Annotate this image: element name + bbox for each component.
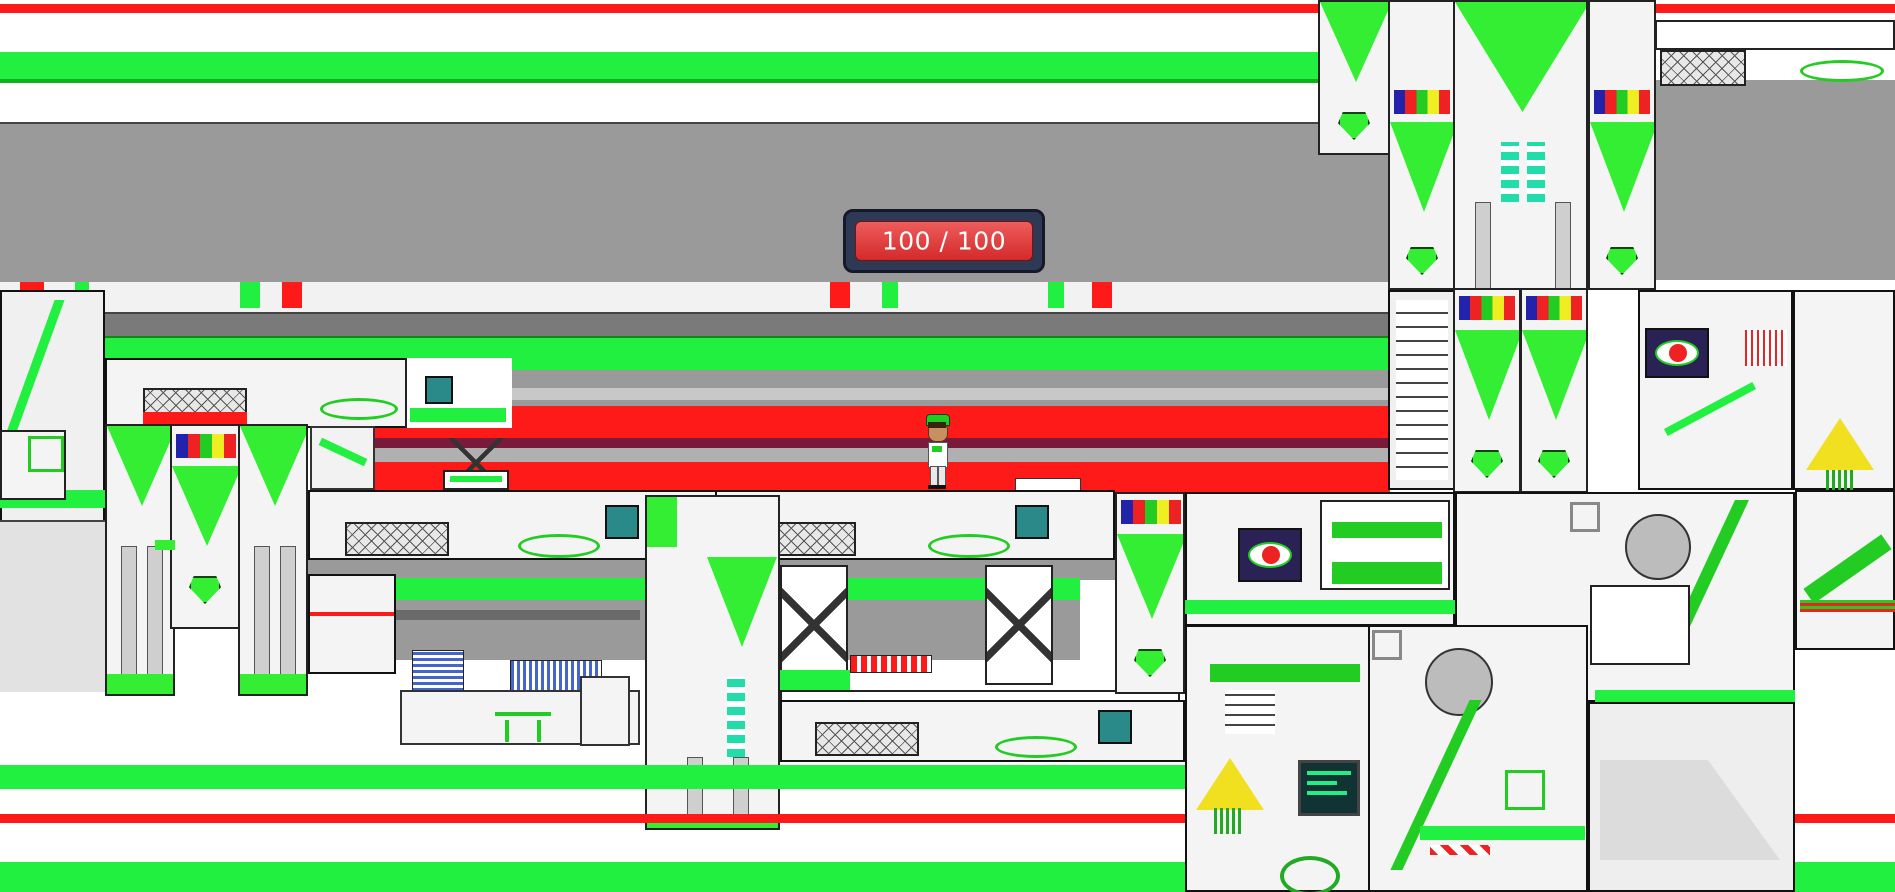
top-right-module-3 [1588,0,1656,290]
health-bar: 100 / 100 [843,209,1045,273]
left-module-3 [238,424,308,696]
bottom-green-stripe-2 [0,862,1185,892]
top-right-module-1 [1318,0,1390,155]
upper-rail [0,282,1390,314]
player-character[interactable] [920,412,954,490]
corridor-band [0,314,1390,336]
center-right-module [1115,492,1185,694]
mid-right-module-2 [1520,288,1588,493]
eye-monitor-icon [1645,328,1709,378]
red-walkway[interactable] [375,406,1390,438]
bottom-red-stripe [0,814,1185,823]
health-text: 100 / 100 [881,226,1007,256]
red-walkway-lower[interactable] [375,462,1390,492]
eye-monitor-room [1638,290,1793,490]
torii-icon [495,712,551,742]
city-panel [308,574,396,674]
top-right-tower [1453,0,1588,290]
back-wall-far [1655,80,1895,280]
mid-right-module-1 [1453,288,1521,493]
background-wall [0,122,1390,284]
health-bar-fill [855,221,1033,261]
left-edge-console [0,430,66,500]
top-red-stripe [0,4,1895,13]
top-green-stripe [0,52,1320,79]
computer-screen-icon [1298,760,1360,816]
left-module-2 [170,424,240,629]
bottom-green-stripe-1 [0,765,1185,789]
warning-icon [1806,418,1874,470]
left-module-1 [105,424,175,696]
top-right-module-2 [1388,0,1456,290]
